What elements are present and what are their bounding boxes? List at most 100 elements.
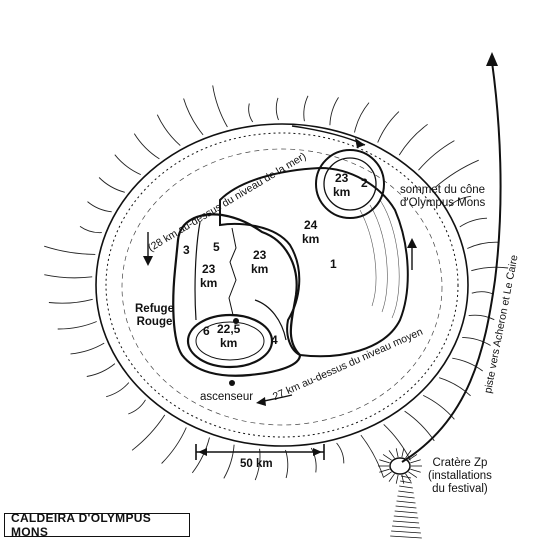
crater-ray [408, 454, 418, 461]
slope-tick [285, 449, 289, 479]
arrowhead-top [355, 138, 365, 148]
crater-ejecta-stroke [391, 530, 421, 534]
crater-ray [388, 450, 395, 459]
crater-ejecta-stroke [395, 505, 417, 509]
pit-1-wall-hatching [359, 199, 400, 319]
slope-tick [360, 434, 384, 478]
pit-6-alt-value: 22,5 [217, 322, 241, 336]
slope-tick [128, 399, 146, 415]
slope-tick [398, 123, 428, 156]
slope-tick [459, 217, 488, 228]
crater-zp-label-line3: du festival) [432, 483, 488, 496]
slope-tick [44, 274, 93, 279]
slope-tick [87, 201, 112, 213]
pit-1-alt-unit: km [302, 231, 320, 246]
scale-arrow-right [313, 448, 322, 456]
crater-ray [401, 448, 405, 458]
crater-ray [408, 471, 418, 478]
slope-tick [248, 103, 254, 123]
slope-tick [57, 321, 97, 330]
west-complex-outline [172, 213, 302, 377]
slope-tick [156, 114, 181, 146]
track-arrowhead [486, 52, 498, 66]
slope-tick [336, 442, 345, 464]
crater-ejecta-stroke [400, 480, 412, 484]
slope-tick [70, 342, 105, 355]
pit-3-edge [194, 221, 201, 321]
pit-6-alt-unit: km [220, 335, 238, 350]
inner-terrace [121, 148, 443, 426]
crater-zp-label-line1: Cratère Zp [432, 457, 488, 469]
slope-tick [191, 437, 210, 474]
access-track [401, 61, 502, 463]
crater-ray [410, 468, 421, 473]
crater-ejecta-stroke [399, 485, 413, 489]
arrowhead-right [407, 238, 417, 248]
pit-2-floor [323, 157, 377, 211]
slope-tick [439, 377, 471, 397]
crater-ray [382, 471, 392, 478]
summit-label-line1: sommet du cône [400, 184, 486, 196]
slope-tick [329, 97, 339, 126]
slope-tick [418, 140, 455, 171]
slope-tick [310, 447, 317, 473]
refuge-marker [233, 318, 239, 324]
pit-4-edge [254, 299, 287, 341]
crater-ray [382, 454, 392, 461]
refuge-label-line2: Rouge [136, 316, 173, 329]
pit-3-number: 3 [183, 243, 190, 257]
pit-1-number: 1 [330, 257, 337, 271]
pit-6-floor [195, 321, 265, 361]
refuge-label-line1: Refuge [135, 303, 174, 315]
outer-rim-inner [105, 132, 459, 438]
slope-tick [471, 291, 494, 295]
pit-4-number: 4 [271, 333, 278, 347]
crater-zp-label-line2: (installations [428, 470, 492, 483]
slope-tick [86, 363, 116, 377]
pit-5-fissure [228, 227, 237, 316]
pit-2-alt-value: 23 [334, 171, 349, 185]
slope-tick [448, 195, 472, 207]
pit-1-altitude: 24 km [302, 218, 320, 247]
pit-3-alt-value: 23 [201, 262, 216, 276]
crater-ejecta-stroke [394, 510, 418, 514]
pit-4-alt-value: 23 [252, 248, 267, 262]
crater-ejecta-stroke [398, 490, 414, 494]
slope-tick [434, 159, 479, 188]
slope-tick [462, 336, 491, 346]
arrowhead-left [143, 256, 153, 266]
slope-tick [452, 357, 483, 372]
slope-tick [98, 177, 125, 193]
crater-ejecta-stroke [393, 515, 419, 519]
pit-3-altitude: 23 km [200, 262, 218, 291]
pit-4-alt-unit: km [251, 261, 269, 276]
pit-5-number: 5 [213, 240, 220, 254]
slope-tick [275, 97, 279, 121]
slope-tick [79, 226, 102, 234]
map-title: CALDEIRA D'OLYMPUS MONS [4, 511, 190, 539]
pit-4-altitude: 23 km [251, 248, 269, 277]
slope-tick [404, 410, 435, 442]
slope-tick [131, 414, 166, 451]
slope-tick [114, 154, 141, 176]
summit-label: sommet du cône d'Olympus Mons [400, 184, 485, 210]
arrowhead-bottom [256, 397, 266, 406]
crater-ray [388, 473, 395, 482]
pit-3-alt-unit: km [200, 275, 218, 290]
pit-2-altitude: 23 km [333, 171, 350, 200]
slope-tick [223, 444, 235, 479]
crater-ray [379, 468, 390, 473]
slope-tick [471, 266, 509, 272]
crater-ray [405, 450, 412, 459]
crater-ejecta-stroke [400, 475, 412, 479]
lift-marker [229, 380, 235, 386]
pit-6-altitude: 22,5 km [217, 322, 241, 351]
crater-zp [389, 457, 411, 475]
slope-tick [133, 133, 160, 160]
summit-label-line2: d'Olympus Mons [400, 197, 486, 210]
slope-tick [468, 314, 495, 321]
lift-label: ascenseur [200, 391, 254, 403]
slope-tick [467, 241, 500, 249]
crater-zp-label: Cratère Zp (installations du festival) [428, 457, 492, 497]
crater-ray [379, 459, 390, 464]
